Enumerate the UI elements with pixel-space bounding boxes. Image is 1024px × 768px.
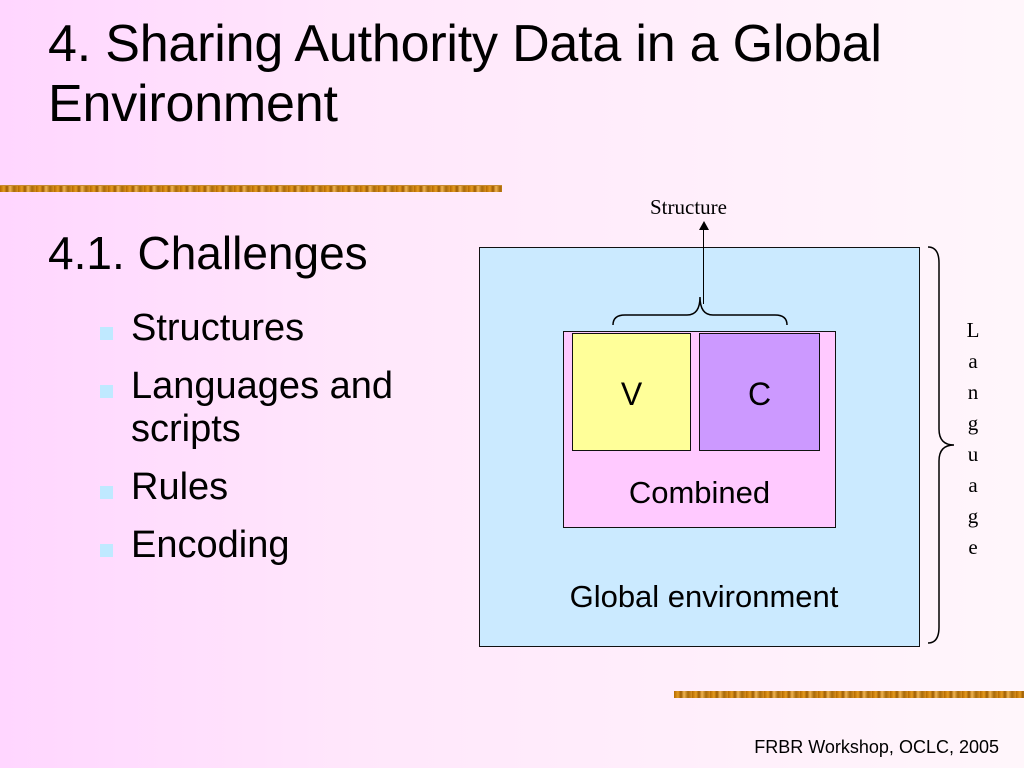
structure-brace (611, 295, 789, 329)
bullet-text-structures: Structures (131, 307, 305, 349)
structure-label: Structure (650, 195, 727, 219)
v-box: V (572, 333, 691, 451)
square-bullet-icon (100, 384, 113, 398)
structure-arrow-head-icon (699, 221, 709, 230)
footer-rule (674, 691, 1024, 698)
c-label: C (747, 376, 772, 412)
list-item-encoding: Encoding (100, 524, 460, 568)
bullet-text-languages-scripts: Languages and scripts (131, 364, 394, 451)
square-bullet-icon (100, 327, 113, 340)
c-box: C (699, 333, 820, 451)
square-bullet-icon (100, 543, 113, 557)
list-item-rules: Rules (100, 466, 460, 510)
list-item-structures: Structures (100, 307, 460, 351)
title-rule (0, 185, 502, 192)
bullet-text-rules: Rules (131, 466, 229, 509)
language-label: L a n g u a g e (966, 318, 980, 559)
global-environment-label: Global environment (569, 579, 839, 614)
list-item-languages-scripts: Languages and scripts (100, 365, 460, 452)
section-heading: 4.1. Challenges (48, 227, 368, 279)
challenges-list: Structures Languages and scripts Rules E… (100, 307, 460, 581)
slide-title: 4. Sharing Authority Data in a Global En… (48, 15, 882, 134)
language-brace (927, 245, 956, 645)
structure-arrow-line (703, 229, 704, 304)
footer-credit: FRBR Workshop, OCLC, 2005 (754, 737, 999, 757)
v-label: V (620, 376, 643, 412)
square-bullet-icon (100, 486, 113, 500)
bullet-text-encoding: Encoding (131, 523, 290, 566)
combined-label: Combined (628, 475, 771, 510)
